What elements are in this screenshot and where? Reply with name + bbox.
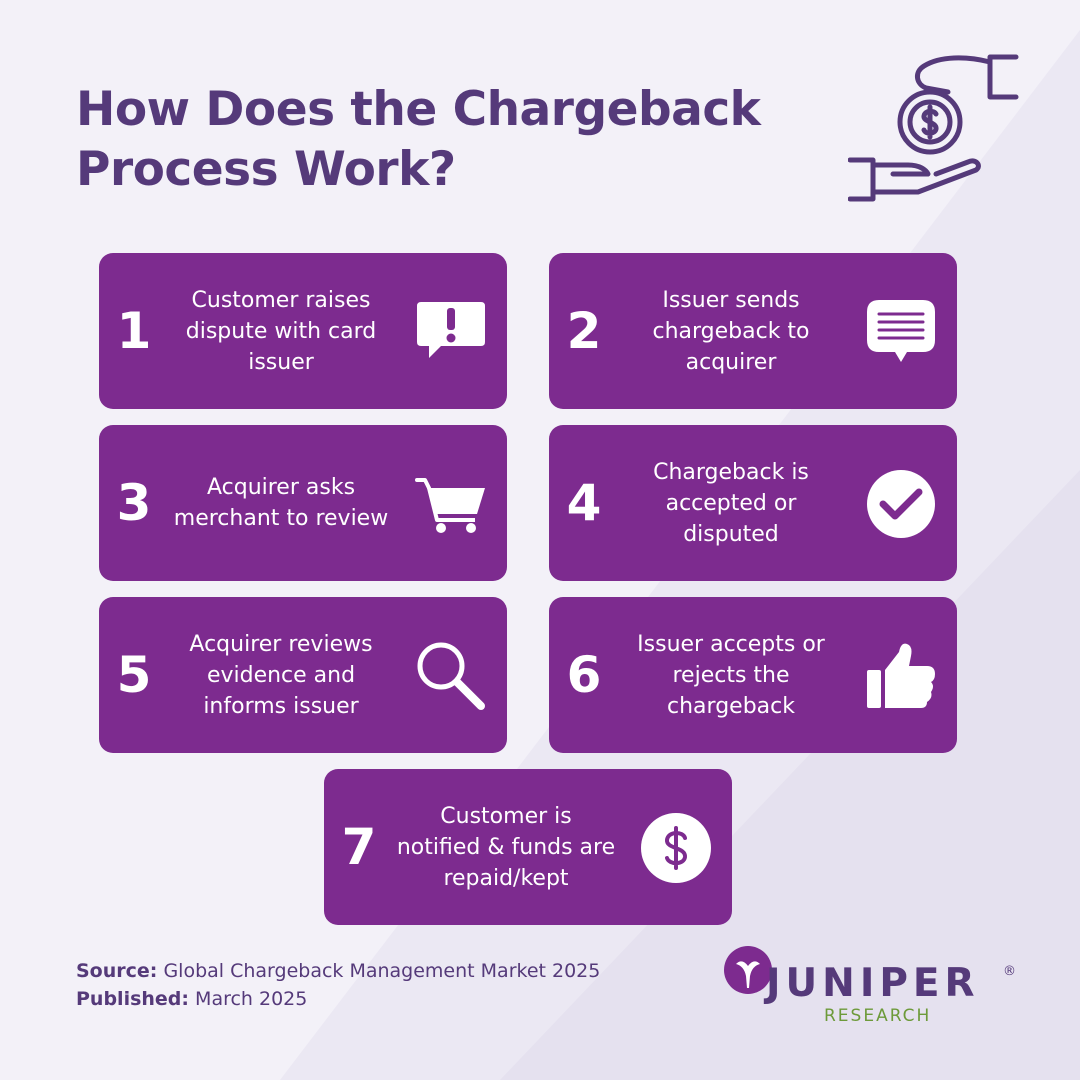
step-number: 6: [566, 646, 602, 704]
step-card-2: 2 Issuer sends chargeback to acquirer: [549, 253, 957, 409]
step-text: Customer raises dispute with card issuer: [185, 287, 377, 375]
dollar-coin-icon: [640, 812, 712, 884]
logo-wordmark: JUNIPER: [766, 961, 980, 1006]
published-label: Published:: [76, 988, 189, 1010]
step-card-1: 1 Customer raises dispute with card issu…: [99, 253, 507, 409]
source-label: Source:: [76, 960, 158, 982]
step-text: Acquirer asks merchant to review: [173, 475, 389, 531]
step-text: Acquirer reviews evidence and informs is…: [189, 631, 373, 719]
logo-registered-mark: ®: [1003, 964, 1016, 979]
step-card-6: 6 Issuer accepts or rejects the chargeba…: [549, 597, 957, 753]
page-title: How Does the Chargeback Process Work?: [76, 80, 761, 200]
step-number: 7: [341, 818, 377, 876]
hand-giving-coin-icon: [847, 52, 1023, 211]
alert-chat-icon: [415, 296, 487, 368]
source-footer: Source: Global Chargeback Management Mar…: [76, 957, 600, 1013]
logo-subtitle: RESEARCH: [824, 1006, 932, 1026]
step-text: Customer is notified & funds are repaid/…: [396, 803, 616, 891]
source-line: Source: Global Chargeback Management Mar…: [76, 957, 600, 985]
step-card-3: 3 Acquirer asks merchant to review: [99, 425, 507, 581]
step-number: 3: [116, 474, 152, 532]
title-line-2: Process Work?: [76, 142, 456, 197]
check-circle-icon: [865, 468, 937, 540]
message-icon: [865, 296, 937, 368]
step-card-7: 7 Customer is notified & funds are repai…: [324, 769, 732, 925]
source-value: Global Chargeback Management Market 2025: [163, 960, 601, 982]
juniper-research-logo: JUNIPER ® RESEARCH: [722, 944, 1022, 1034]
step-card-4: 4 Chargeback is accepted or disputed: [549, 425, 957, 581]
juniper-logo-icon: [724, 946, 772, 994]
step-number: 4: [566, 474, 602, 532]
shopping-cart-icon: [415, 468, 487, 540]
step-number: 2: [566, 302, 602, 360]
step-card-5: 5 Acquirer reviews evidence and informs …: [99, 597, 507, 753]
step-number: 5: [116, 646, 152, 704]
step-text: Issuer accepts or rejects the chargeback: [637, 631, 825, 719]
step-text: Issuer sends chargeback to acquirer: [652, 287, 810, 375]
magnifier-icon: [415, 640, 487, 712]
thumbs-up-icon: [865, 640, 937, 712]
published-value: March 2025: [195, 988, 308, 1010]
published-line: Published: March 2025: [76, 985, 600, 1013]
step-number: 1: [116, 302, 152, 360]
step-text: Chargeback is accepted or disputed: [653, 459, 809, 547]
title-line-1: How Does the Chargeback: [76, 82, 761, 137]
